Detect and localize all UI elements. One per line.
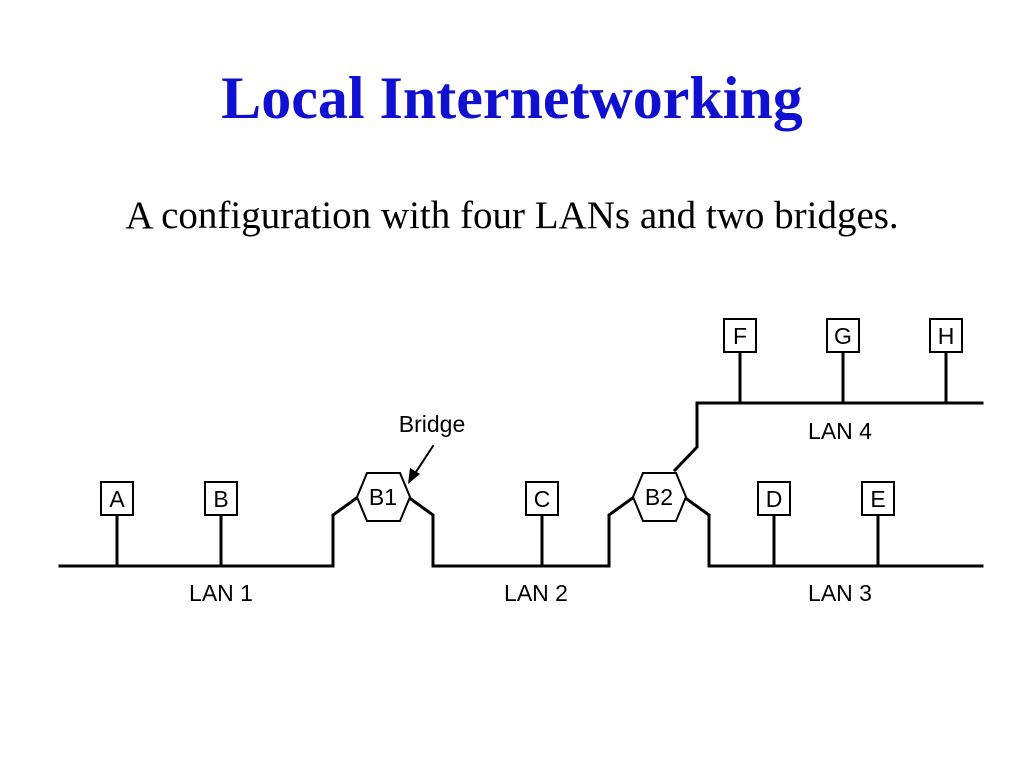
- lan-3-label: LAN 3: [808, 580, 872, 606]
- station-g: G: [826, 318, 860, 353]
- bridge-b1: B1: [355, 472, 412, 522]
- station-a: A: [100, 481, 134, 516]
- station-d-label: D: [766, 486, 783, 512]
- page-title: Local Internetworking: [221, 65, 803, 131]
- station-h: H: [929, 318, 963, 353]
- lan-1-bus: [58, 494, 361, 568]
- lan-4-bus: [672, 401, 984, 473]
- station-c: C: [525, 481, 559, 516]
- station-d: D: [757, 481, 791, 516]
- lan-2-bus: [405, 494, 637, 568]
- station-f: F: [723, 318, 757, 353]
- station-a-label: A: [109, 486, 125, 512]
- lan-2-label: LAN 2: [504, 580, 568, 606]
- bridge-b2: B2: [631, 472, 688, 522]
- lan-4-label: LAN 4: [808, 418, 872, 444]
- subtitle: A configuration with four LANs and two b…: [125, 194, 899, 237]
- station-e-label: E: [870, 486, 885, 512]
- bridge-callout-label: Bridge: [399, 411, 465, 437]
- station-f-label: F: [733, 323, 747, 349]
- bridge-b2-label: B2: [645, 484, 673, 510]
- bridge-b1-label: B1: [369, 484, 397, 510]
- station-h-label: H: [938, 323, 955, 349]
- bridge-callout-arrowhead: [408, 468, 420, 484]
- station-g-label: G: [834, 323, 852, 349]
- station-b: B: [204, 481, 238, 516]
- lan-3-bus: [681, 494, 984, 568]
- station-b-label: B: [213, 486, 228, 512]
- bridge-callout-arrow-shaft: [412, 444, 435, 477]
- lan-1-label: LAN 1: [189, 580, 253, 606]
- station-c-label: C: [534, 486, 551, 512]
- station-e: E: [861, 481, 895, 516]
